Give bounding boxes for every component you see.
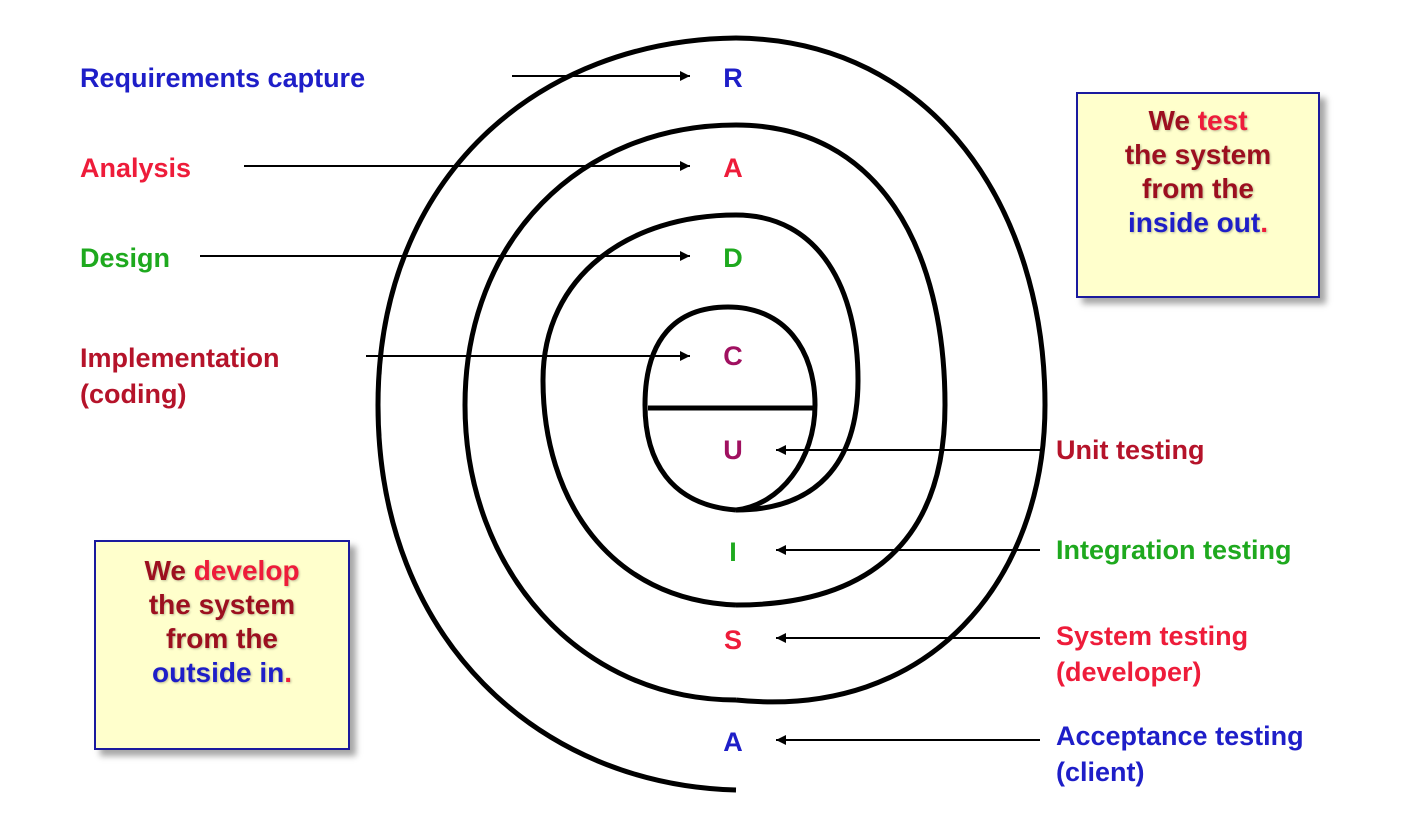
note-left-line1-we: We — [144, 555, 194, 586]
ring-letter-r: R — [723, 63, 743, 93]
spiral-second-ring — [462, 122, 948, 703]
label-implementation-coding: (coding) — [80, 379, 187, 409]
label-system-testing: System testing — [1056, 621, 1249, 651]
note-right-line3: from the — [1142, 173, 1254, 204]
label-implementation: Implementation — [80, 343, 280, 373]
note-left-line3: from the — [166, 623, 278, 654]
ring-letter-a-acceptance: A — [723, 727, 743, 757]
note-left-line4-period: . — [284, 657, 292, 688]
ring-letter-a-analysis: A — [723, 153, 743, 183]
ring-letter-i: I — [729, 537, 737, 567]
ring-letter-c: C — [723, 341, 743, 371]
note-left-line1-develop: develop — [193, 555, 300, 586]
label-requirements-capture: Requirements capture — [80, 63, 366, 93]
label-integration-testing: Integration testing — [1056, 535, 1292, 565]
note-right-line4-inside-out: inside out — [1127, 207, 1261, 238]
note-right-line1-we: We — [1148, 105, 1198, 136]
label-acceptance-testing: Acceptance testing — [1056, 721, 1304, 751]
note-right-line1-test: test — [1197, 105, 1248, 136]
note-left-line4-outside-in: outside in — [151, 657, 285, 688]
label-design: Design — [80, 243, 171, 273]
spiral-outer-ring — [375, 35, 1048, 793]
ring-letter-s: S — [723, 625, 742, 655]
note-right-line2: the system — [1124, 139, 1272, 170]
label-acceptance-testing-client: (client) — [1056, 757, 1145, 787]
note-right-line4-period: . — [1260, 207, 1268, 238]
note-left-line4: outside in. — [96, 656, 348, 690]
note-left-line2: the system — [148, 589, 296, 620]
label-unit-testing: Unit testing — [1056, 435, 1205, 465]
note-right-line1: We test — [1078, 104, 1318, 138]
ring-letter-d: D — [723, 243, 743, 273]
ring-letter-u: U — [723, 435, 743, 465]
note-left-line1: We develop — [96, 554, 348, 588]
note-right-line4: inside out. — [1078, 206, 1318, 240]
label-analysis: Analysis — [80, 153, 192, 183]
note-develop-outside-in: We develop the system from the outside i… — [94, 540, 350, 750]
label-system-testing-developer: (developer) — [1056, 657, 1202, 687]
note-test-inside-out: We test the system from the inside out. — [1076, 92, 1320, 298]
spiral-third-ring — [540, 212, 861, 608]
